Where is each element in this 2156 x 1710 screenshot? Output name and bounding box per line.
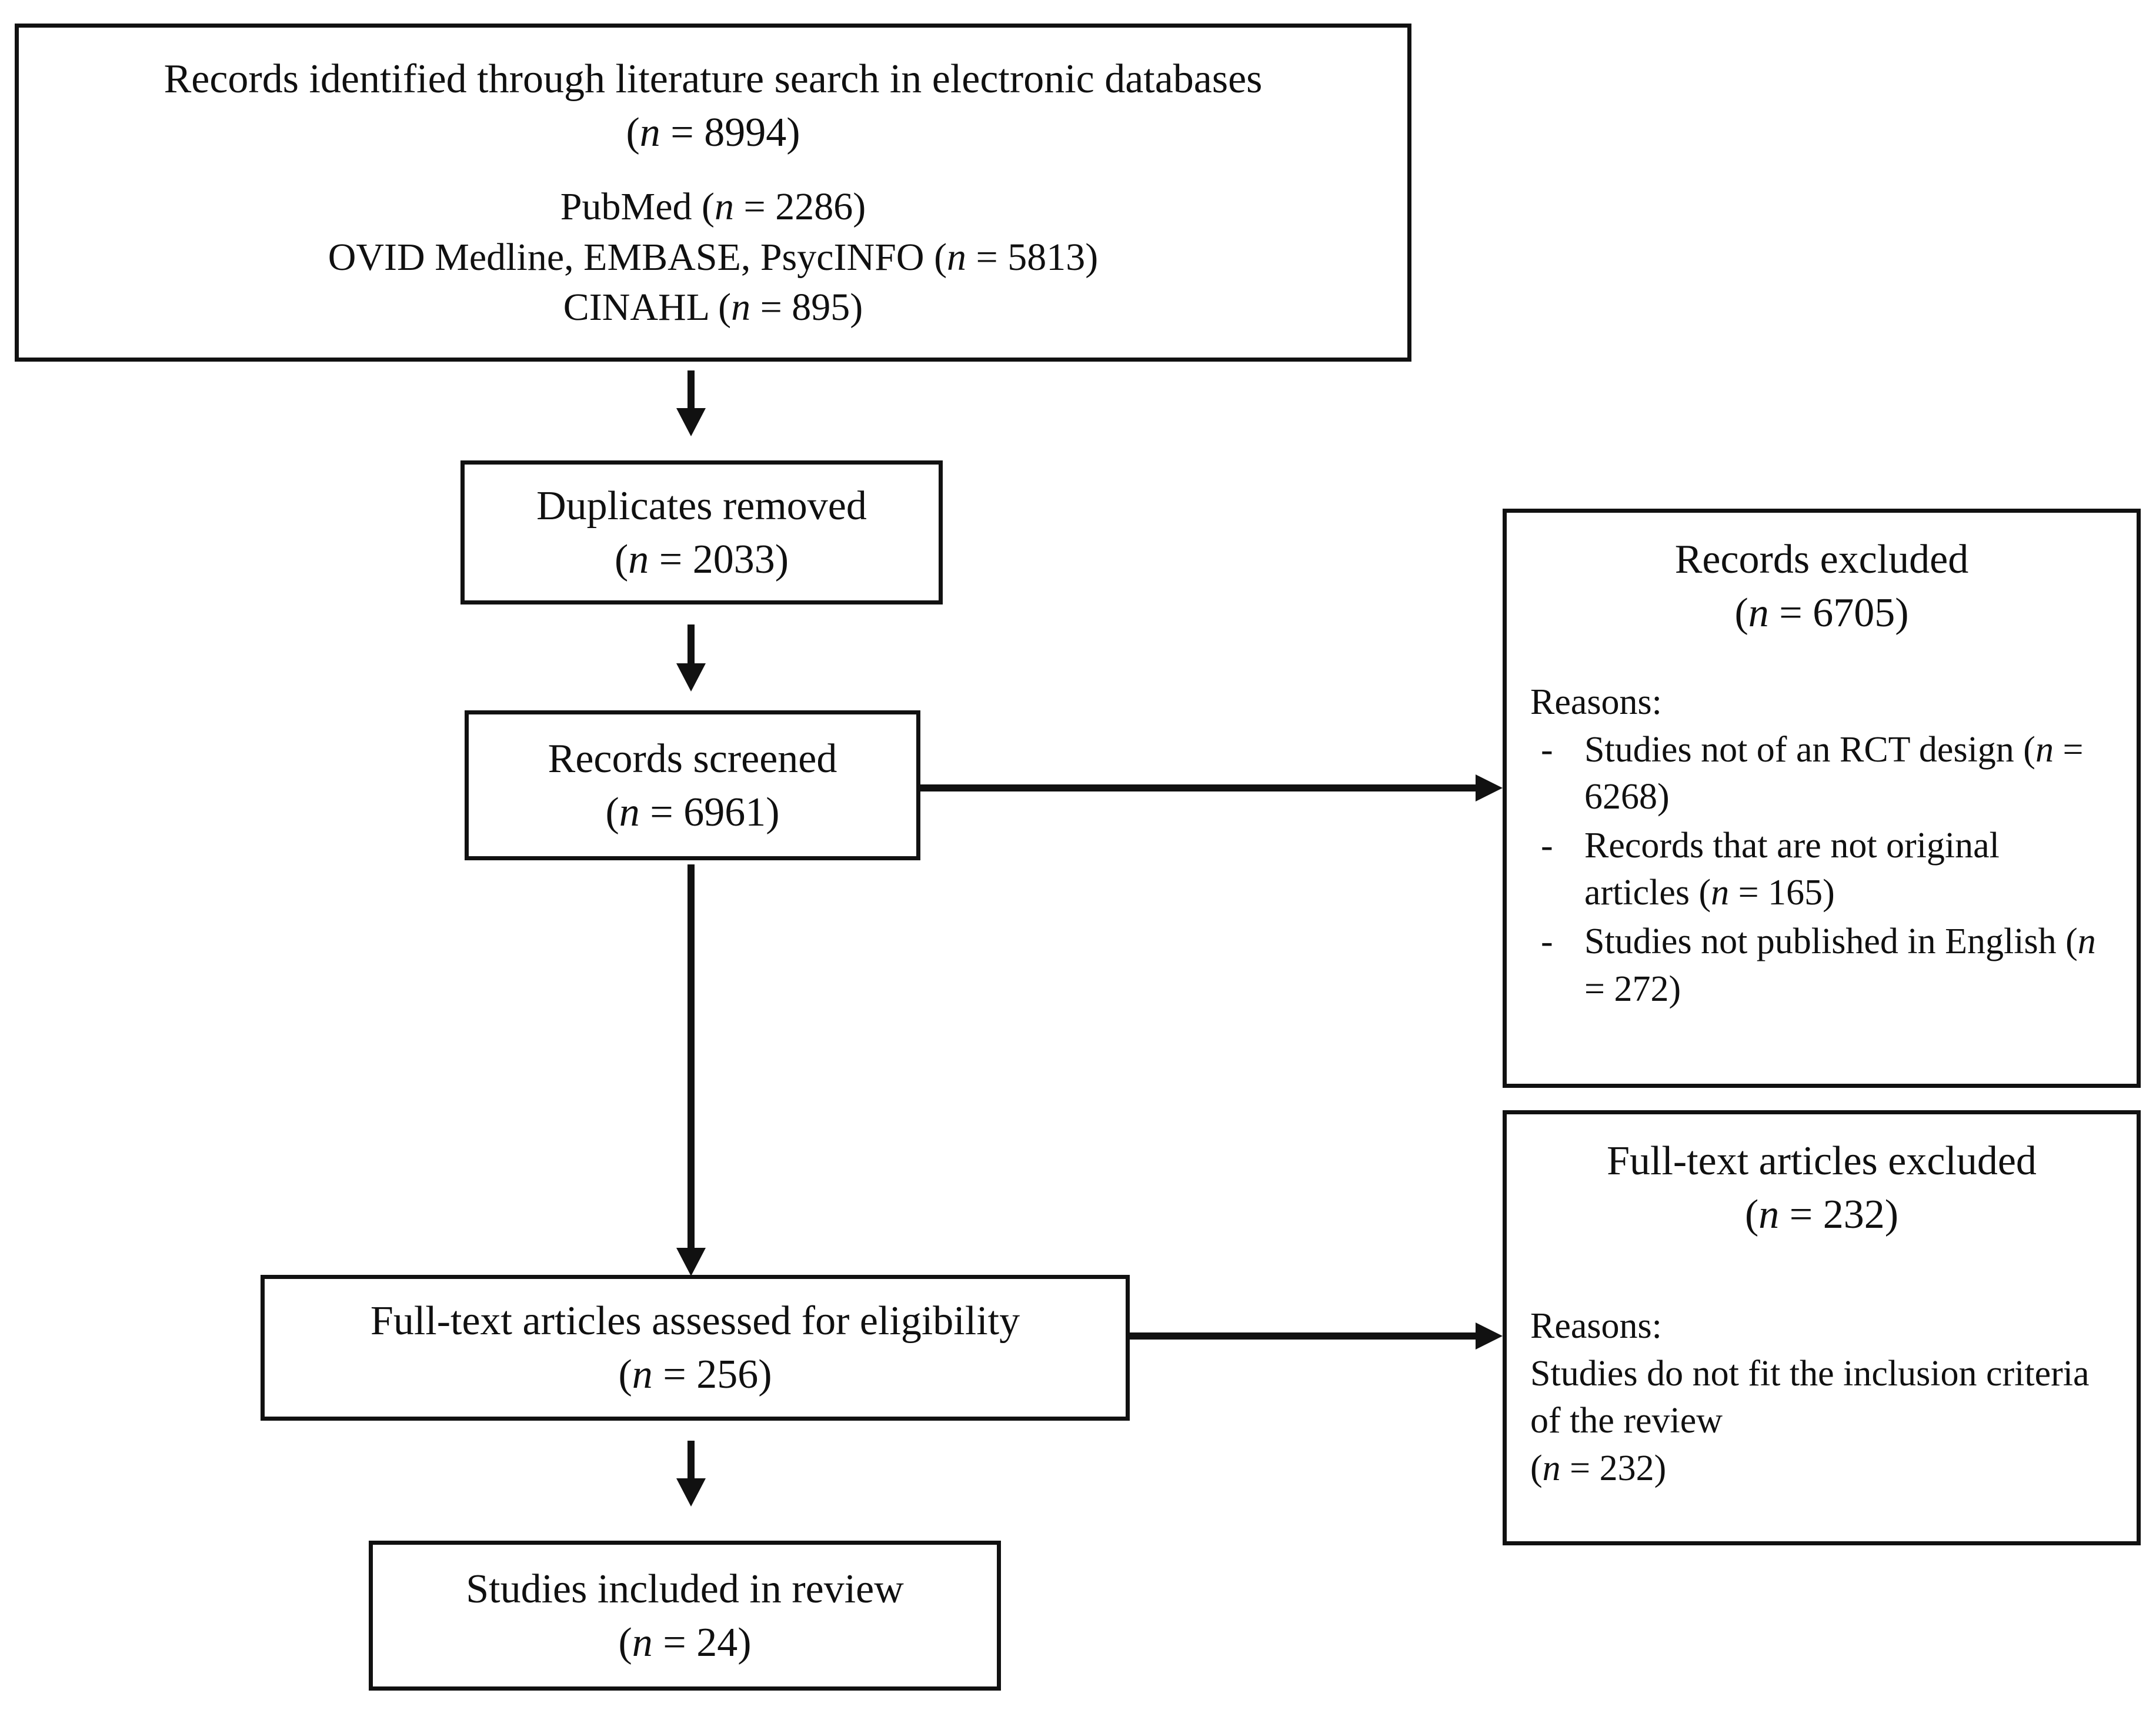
source-cinahl: CINAHL (n = 895) [563,286,863,329]
node-records-screened-count: (n = 6961) [605,789,780,835]
list-item: - Studies not published in English (n = … [1530,918,2113,1013]
arrow-head [676,1248,706,1276]
node-records-screened: Records screened (n = 6961) [465,710,920,860]
arrow-head [1476,1322,1503,1350]
node-fulltext-articles-excluded-label: Full-text articles excluded [1607,1138,2037,1184]
bullet-dash: - [1541,921,1553,961]
node-records-screened-label: Records screened [548,736,837,781]
arrow-head [676,663,706,692]
reason-text: Records that are not original articles (… [1584,825,2000,913]
arrow-head [676,1478,706,1507]
arrow-shaft [687,864,695,1248]
arrow-shaft [687,624,695,663]
node-fulltext-articles-assessed-label: Full-text articles assessed for eligibil… [370,1298,1020,1344]
node-records-identified-label: Records identified through literature se… [163,56,1263,102]
bullet-dash: - [1541,729,1553,770]
arrow-shaft [1130,1332,1476,1340]
records-excluded-reasons-heading: Reasons: [1530,682,1662,722]
reason-text: Studies not published in English (n = 27… [1584,921,2096,1009]
node-fulltext-articles-assessed: Full-text articles assessed for eligibil… [261,1275,1130,1421]
node-records-excluded: Records excluded (n = 6705) Reasons: - S… [1503,509,2141,1088]
node-duplicates-removed-count: (n = 2033) [614,536,789,582]
node-studies-included-label: Studies included in review [466,1566,904,1612]
node-fulltext-articles-excluded-count: (n = 232) [1744,1192,1899,1237]
arrow-shaft [687,1441,695,1478]
arrow-head [676,408,706,436]
arrow-shaft [920,784,1476,791]
node-fulltext-articles-excluded: Full-text articles excluded (n = 232) Re… [1503,1110,2141,1545]
node-duplicates-removed: Duplicates removed (n = 2033) [460,460,943,604]
node-duplicates-removed-label: Duplicates removed [536,483,867,529]
node-fulltext-articles-assessed-count: (n = 256) [618,1352,772,1397]
fulltext-excluded-reason-count: (n = 232) [1530,1448,1667,1488]
node-records-excluded-count: (n = 6705) [1734,590,1909,636]
arrow-shaft [687,370,695,408]
bullet-dash: - [1541,825,1553,866]
arrow-head [1476,774,1503,801]
list-item: - Studies not of an RCT design (n = 6268… [1530,726,2113,821]
fulltext-excluded-reason-text: Studies do not fit the inclusion criteri… [1530,1353,2090,1441]
list-item: - Records that are not original articles… [1530,822,2113,917]
fulltext-excluded-reasons-heading: Reasons: [1530,1306,1662,1346]
node-records-identified: Records identified through literature se… [15,24,1411,362]
records-excluded-reasons-list: - Studies not of an RCT design (n = 6268… [1530,726,2113,1013]
source-pubmed: PubMed (n = 2286) [560,185,866,228]
reason-text: Studies not of an RCT design (n = 6268) [1584,729,2084,817]
node-records-identified-count: (n = 8994) [626,109,800,155]
node-studies-included-count: (n = 24) [618,1619,752,1665]
node-records-excluded-label: Records excluded [1674,537,1969,582]
source-ovid-embase-psycinfo: OVID Medline, EMBASE, PsycINFO (n = 5813… [328,235,1099,279]
node-studies-included: Studies included in review (n = 24) [369,1541,1001,1691]
